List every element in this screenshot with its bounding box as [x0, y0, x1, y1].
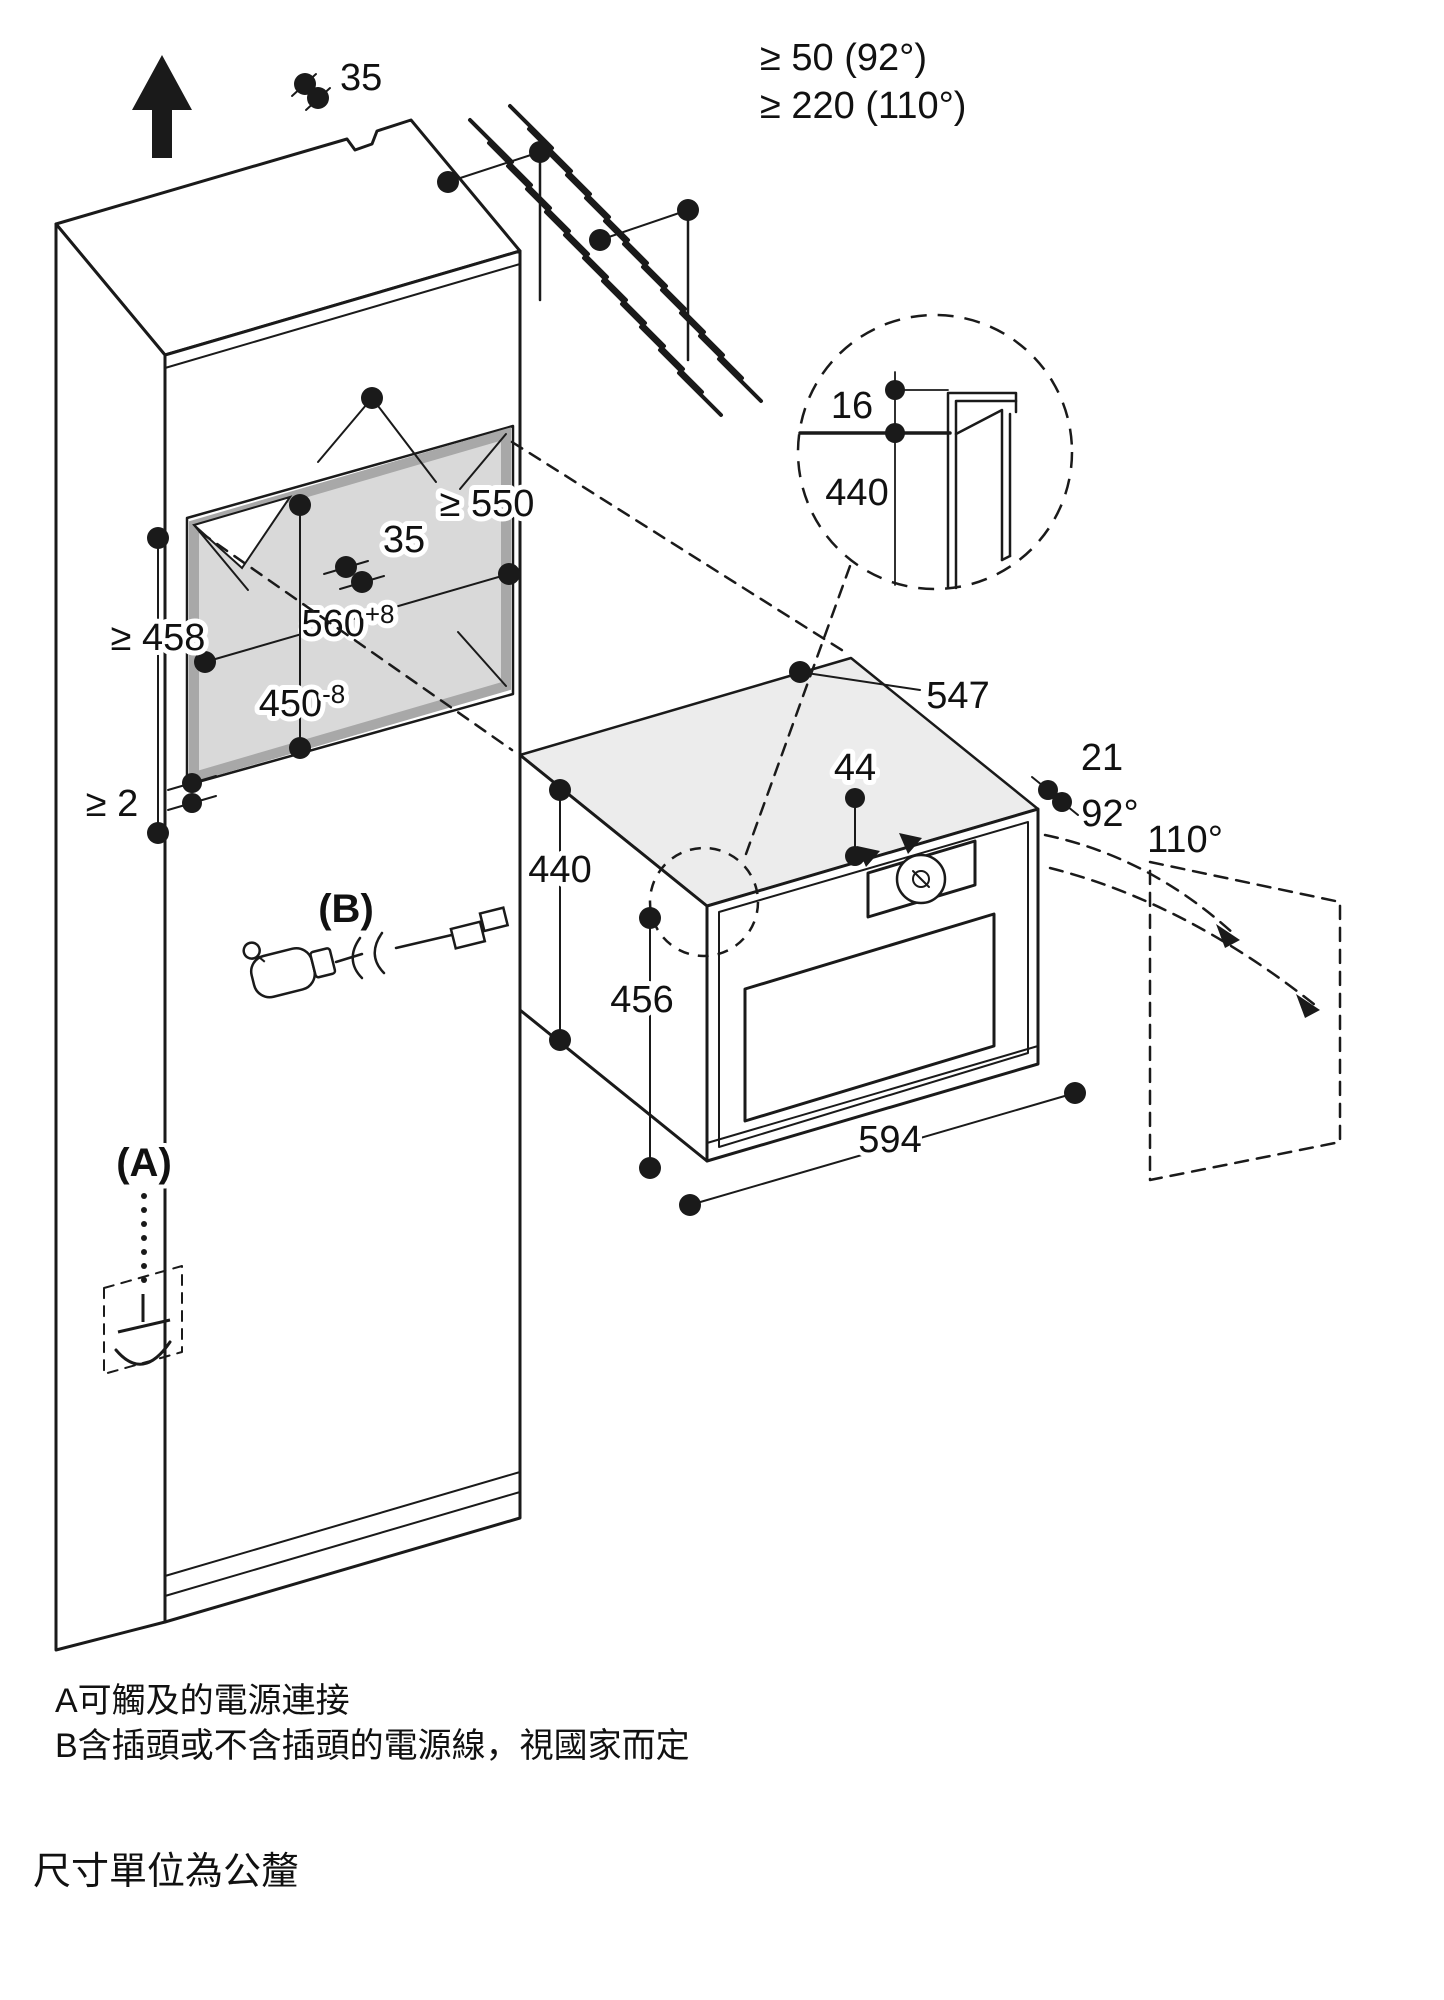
wall-clearance-callout: ≥ 50 (92°) ≥ 220 (110°) — [437, 32, 971, 362]
power-socket: (A) — [103, 1137, 183, 1375]
socket-symbol-icon — [114, 1294, 172, 1366]
dim-bottom-clearance: ≥ 2 — [81, 773, 217, 830]
dim-niche-depth: ≥ 550 — [317, 387, 539, 530]
legend: A可觸及的電源連接 B含插頭或不含插頭的電源線，視國家而定 尺寸單位為公釐 — [33, 1682, 690, 1893]
dim-appliance-height: 440 — [523, 779, 597, 1051]
up-arrow-icon — [132, 55, 192, 158]
dim-side-panel: 35 — [323, 514, 430, 593]
power-cord: (B) — [242, 883, 510, 999]
label-niche-height: 450-8 — [259, 679, 346, 725]
niche-ceiling-wedge — [191, 495, 293, 570]
dim-min-inner-height: ≥ 458 — [106, 527, 210, 844]
tall-cabinet — [54, 118, 522, 1652]
dim-front-height: 456 — [605, 907, 679, 1179]
dim-panel-height: 44 — [829, 742, 881, 866]
door-window — [743, 912, 996, 1123]
niche-height-tol: -8 — [322, 679, 345, 709]
niche-height-value: 450 — [259, 683, 322, 725]
label-niche-depth: ≥ 550 — [440, 483, 535, 525]
cabinet-left-face — [54, 222, 167, 1652]
legend-line-b: B含插頭或不含插頭的電源線，視國家而定 — [55, 1727, 690, 1765]
label-door-angle-92: 92° — [1081, 793, 1138, 835]
label-callout-a: (A) — [116, 1141, 172, 1185]
wall-hatch — [468, 104, 763, 417]
label-wall-clearance-110: ≥ 220 (110°) — [760, 85, 966, 127]
label-callout-b: (B) — [318, 887, 374, 931]
dim-front-lip: 21 — [1031, 732, 1128, 816]
dim-appliance-depth: 547 — [789, 661, 995, 722]
niche-width-tol: +8 — [365, 599, 395, 629]
legend-line-a: A可觸及的電源連接 — [55, 1682, 350, 1720]
label-detail-overlap: 16 — [831, 385, 873, 427]
swing-arrow-110 — [1296, 994, 1320, 1018]
oven — [518, 564, 1040, 1163]
door-swing: 92° 110° — [857, 788, 1342, 1182]
dotted-leader — [141, 1193, 147, 1283]
label-min-inner-height: ≥ 458 — [111, 617, 206, 659]
label-wall-clearance-92: ≥ 50 (92°) — [760, 37, 927, 79]
label-front-lip: 21 — [1081, 737, 1123, 779]
open-door-outline — [1148, 860, 1342, 1182]
label-panel-height: 44 — [834, 747, 876, 789]
label-appliance-width: 594 — [858, 1119, 921, 1161]
detail-reference-circle — [648, 846, 760, 958]
label-door-angle-110: 110° — [1147, 819, 1223, 861]
dim-top-gap: 35 — [291, 52, 387, 111]
label-front-height: 456 — [610, 979, 673, 1021]
cord-connector — [449, 906, 510, 950]
dim-appliance-width: 594 — [679, 1082, 1086, 1216]
label-side-panel: 35 — [383, 519, 425, 561]
label-top-gap: 35 — [340, 57, 382, 99]
dim-niche-height: 450-8 — [254, 494, 350, 759]
label-appliance-height: 440 — [528, 849, 591, 891]
swing-arrow-92 — [1216, 924, 1240, 948]
detail-circle-outline — [796, 313, 1074, 591]
power-plug — [242, 941, 337, 999]
detail-circle: 16 440 — [796, 313, 1074, 591]
label-bottom-clearance: ≥ 2 — [86, 783, 139, 825]
door-edge-arrow-2 — [899, 833, 922, 854]
socket-box — [103, 1265, 183, 1375]
door-edge-arrow-1 — [857, 846, 880, 867]
label-detail-height: 440 — [825, 472, 888, 514]
insertion-guides — [198, 440, 847, 752]
unit-note: 尺寸單位為公釐 — [33, 1851, 299, 1893]
label-appliance-depth: 547 — [926, 675, 989, 717]
